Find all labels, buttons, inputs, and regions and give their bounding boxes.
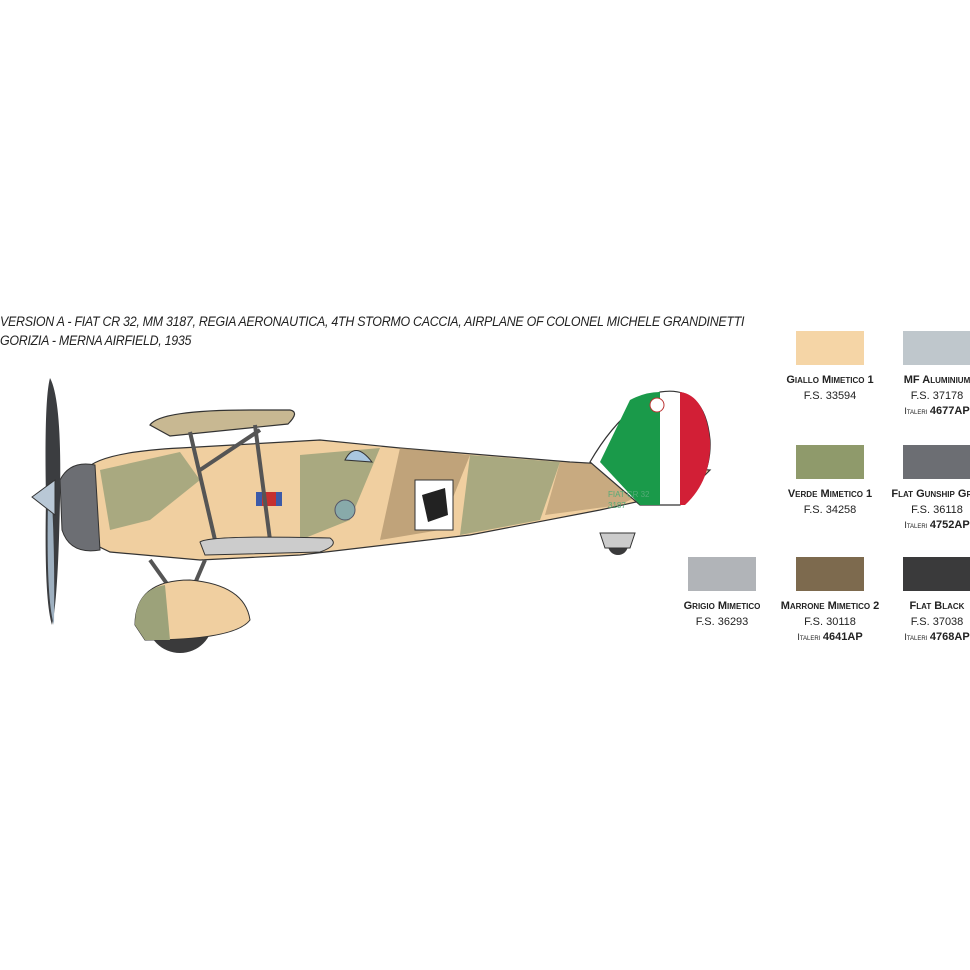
camo-patch: [100, 452, 200, 530]
camo-patch: [460, 455, 560, 535]
swatch-verde-mimetico-1: Verde Mimetico 1 F.S. 34258: [770, 445, 890, 518]
fuselage-marking: FIAT CR 32: [608, 490, 650, 499]
swatch-name: Flat Black: [909, 600, 965, 612]
italeri-label: Italeri: [904, 632, 928, 642]
swatch-fs: F.S. 36118: [911, 503, 963, 516]
color-chip: [796, 557, 864, 591]
camo-patch: [300, 448, 380, 540]
swatch-flat-gunship-gray: Flat Gunship Gray F.S. 36118 Italeri 475…: [877, 445, 970, 534]
swatch-fs: F.S. 36293: [695, 615, 749, 628]
swatch-fs: F.S. 37178: [910, 389, 964, 402]
color-chip: [796, 331, 864, 365]
tail-red: [680, 392, 711, 505]
swatch-name: Marrone Mimetico 2: [780, 600, 880, 612]
cockpit-windscreen: [344, 450, 374, 463]
italeri-code: 4752AP: [929, 519, 970, 531]
color-chip: [903, 445, 970, 479]
swatch-fs: F.S. 30118: [804, 615, 856, 628]
wheel-spat-camo: [135, 585, 170, 640]
fuselage-serial: 3187: [608, 501, 626, 510]
version-caption-line2: GORIZIA - MERNA AIRFIELD, 1935: [0, 333, 192, 348]
version-caption-line1: VERSION A - FIAT CR 32, MM 3187, REGIA A…: [0, 314, 745, 329]
fuselage-roundel: [334, 499, 356, 521]
color-chip: [688, 557, 756, 591]
swatch-flat-black: Flat Black F.S. 37038 Italeri 4768AP: [877, 557, 970, 646]
insignia-emblem: [422, 488, 448, 522]
tail-wheel-fairing: [599, 532, 636, 549]
swatch-giallo-mimetico-1: Giallo Mimetico 1 F.S. 33594: [770, 331, 890, 404]
propeller-lower-blade: [47, 500, 55, 625]
color-chip: [796, 445, 864, 479]
swatch-grigio-mimetico: Grigio Mimetico F.S. 36293: [662, 557, 782, 630]
engine-cowling: [59, 463, 101, 552]
tail-green: [600, 392, 660, 505]
color-chip: [903, 557, 970, 591]
italeri-label: Italeri: [797, 632, 821, 642]
lower-wing: [199, 536, 334, 556]
color-chip: [903, 331, 970, 365]
italeri-code: 4677AP: [929, 405, 970, 417]
swatch-fs: F.S. 37038: [910, 615, 964, 628]
wing-struts: [188, 424, 272, 541]
swatch-mf-aluminium: MF Aluminium F.S. 37178 Italeri 4677AP: [877, 331, 970, 420]
swatch-name: Giallo Mimetico 1: [786, 374, 874, 386]
swatch-marrone-mimetico-2: Marrone Mimetico 2 F.S. 30118 Italeri 46…: [770, 557, 890, 646]
italeri-label: Italeri: [904, 520, 928, 530]
swatch-name: Verde Mimetico 1: [787, 488, 873, 500]
spinner: [31, 479, 56, 517]
italeri-code: 4641AP: [822, 631, 863, 643]
tail-emblem: [649, 397, 665, 413]
italeri-label: Italeri: [904, 406, 928, 416]
upper-wing: [149, 409, 296, 437]
swatch-name: MF Aluminium: [903, 374, 970, 386]
swatch-name: Grigio Mimetico: [683, 600, 761, 612]
swatch-fs: F.S. 33594: [803, 389, 857, 402]
swatch-name: Flat Gunship Gray: [891, 488, 970, 500]
italeri-code: 4768AP: [929, 631, 970, 643]
swatch-fs: F.S. 34258: [803, 503, 857, 516]
